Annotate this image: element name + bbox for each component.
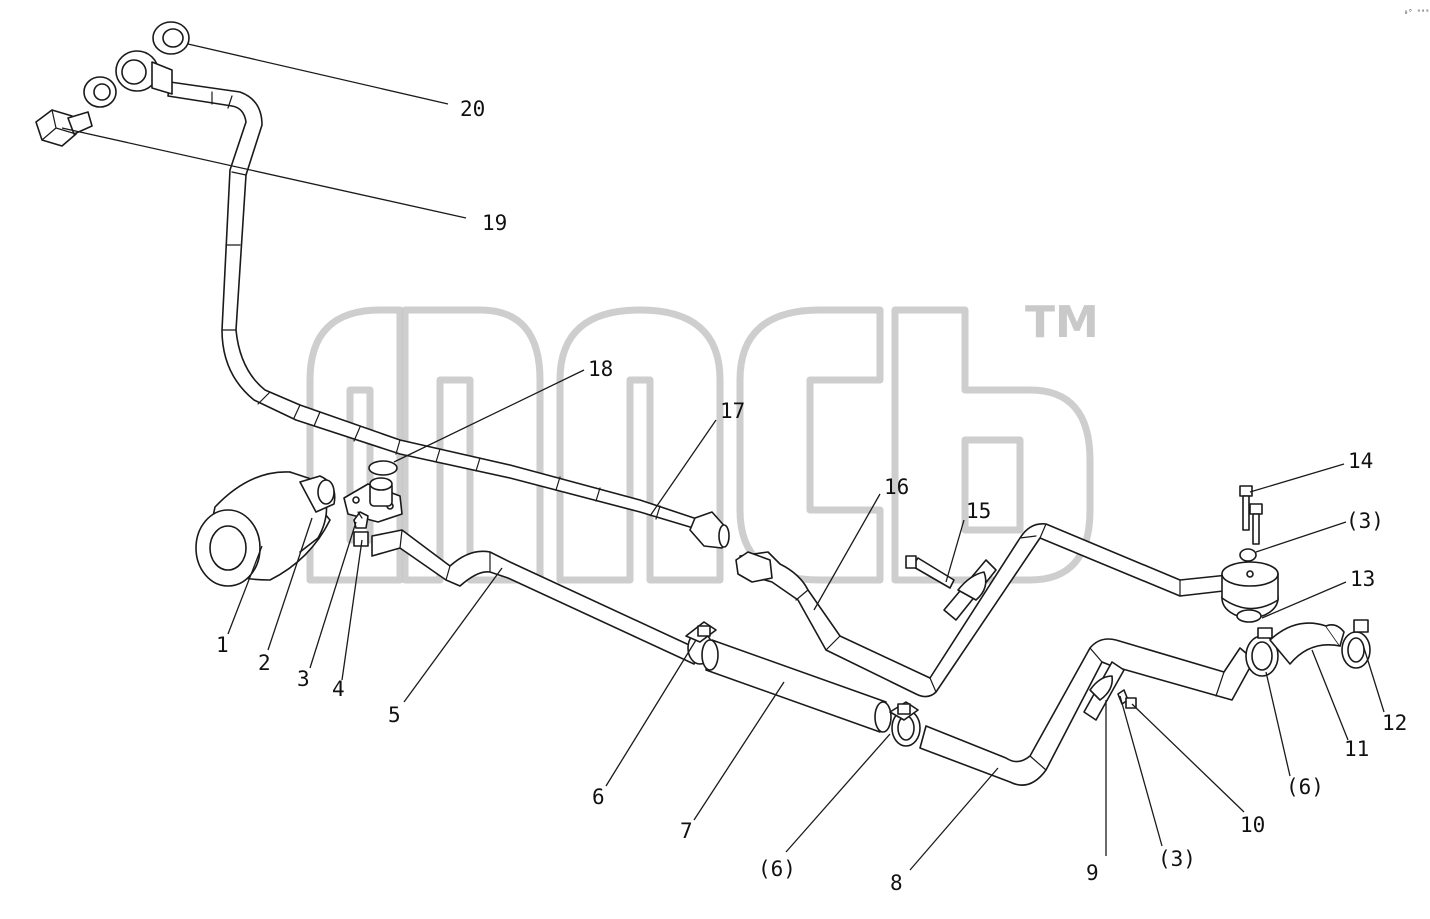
part-20-washer <box>152 21 190 55</box>
callout-6-paren-right: (6) <box>1286 775 1324 799</box>
callout-3-paren-upper: (3) <box>1346 509 1384 533</box>
part-5-pipe <box>371 529 701 665</box>
callout-3: 3 <box>297 667 310 691</box>
callout-labels: 1 2 3 4 5 6 7 (6) 8 9 (3) 10 (6) 11 12 1… <box>216 97 1407 895</box>
part-7-hose <box>701 639 892 733</box>
callout-10: 10 <box>1240 813 1265 837</box>
part-11-elbow-hose <box>1269 622 1345 665</box>
callout-16: 16 <box>884 475 909 499</box>
part-6-clamp-second <box>889 701 921 747</box>
callout-13: 13 <box>1350 567 1375 591</box>
part-6-clamp-right <box>1245 627 1279 677</box>
part-14-bolts <box>1239 485 1263 545</box>
part-18-seal <box>368 460 398 476</box>
part-1-filter <box>195 471 331 587</box>
callout-12: 12 <box>1382 711 1407 735</box>
part-2-nipple <box>299 475 336 513</box>
part-8-pipe <box>919 638 1255 786</box>
part-10-nut <box>1125 697 1137 709</box>
part-banjo-fitting <box>115 50 173 95</box>
callout-5: 5 <box>388 703 401 727</box>
part-20-washer-lower <box>83 76 117 108</box>
callout-9: 9 <box>1086 861 1099 885</box>
callout-8: 8 <box>890 871 903 895</box>
callout-1: 1 <box>216 633 229 657</box>
part-6-clamp <box>685 621 717 665</box>
callout-2: 2 <box>258 651 271 675</box>
part-9-bracket <box>1083 661 1125 721</box>
part-19-banjo-bolt <box>35 109 93 147</box>
part-3-washer-upper <box>1239 548 1257 562</box>
leader-lines <box>61 43 1385 871</box>
part-upper-pipe <box>167 81 701 531</box>
part-connector-block <box>1221 561 1279 619</box>
callout-19: 19 <box>482 211 507 235</box>
callout-6: 6 <box>592 785 605 809</box>
callout-3-paren-lower: (3) <box>1158 847 1196 871</box>
callout-15: 15 <box>966 499 991 523</box>
watermark-logo: TM <box>306 297 1099 584</box>
part-13-o-ring <box>1236 609 1262 623</box>
part-15-bracket <box>905 555 997 621</box>
callout-6-paren: (6) <box>758 857 796 881</box>
corner-mark: ₀⁰ ᵃᵃᵃ <box>1404 8 1429 16</box>
callout-11: 11 <box>1344 737 1369 761</box>
callout-17: 17 <box>720 399 745 423</box>
callout-20: 20 <box>460 97 485 121</box>
callout-18: 18 <box>588 357 613 381</box>
part-17-union-nut <box>689 511 730 549</box>
callout-14: 14 <box>1348 449 1373 473</box>
part-12-clamp <box>1341 619 1371 669</box>
watermark-tm: TM <box>1025 297 1099 348</box>
part-16-pipe <box>735 522 1233 698</box>
callout-4: 4 <box>332 677 345 701</box>
callout-7: 7 <box>680 819 693 843</box>
